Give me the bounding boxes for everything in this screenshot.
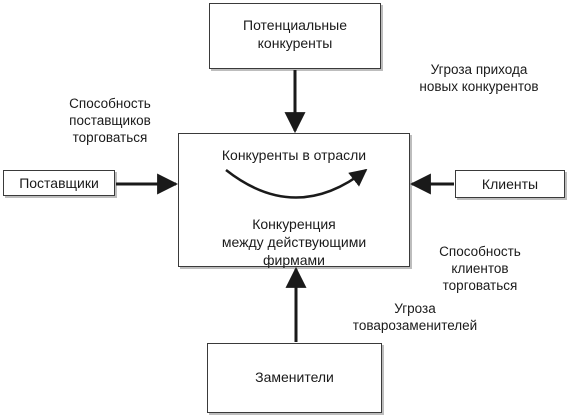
supplier-power-annotation: Способность поставщиков торговаться <box>69 96 151 145</box>
suppliers-box: Поставщики <box>3 170 115 196</box>
buyer-power-annotation: Способность клиентов торговаться <box>439 244 521 293</box>
industry-competitors-box: Конкуренты в отрасли Конкуренция между д… <box>178 133 410 268</box>
rivalry-label: Конкуренция между действующими фирмами <box>221 216 367 268</box>
industry-competitors-title: Конкуренты в отрасли <box>221 147 367 163</box>
substitutes-threat-annotation: Угроза товарозаменителей <box>352 301 478 333</box>
substitutes-box: Заменители <box>207 343 382 413</box>
rivalry-curve-arrow <box>225 168 368 199</box>
potential-competitors-label: Потенциальные конкуренты <box>243 17 347 51</box>
buyers-box: Клиенты <box>455 170 565 198</box>
suppliers-label: Поставщики <box>19 175 99 191</box>
potential-competitors-box: Потенциальные конкуренты <box>209 3 381 69</box>
new-entrants-threat-annotation: Угроза прихода новых конкурентов <box>419 62 539 94</box>
buyers-label: Клиенты <box>481 176 539 192</box>
substitutes-label: Заменители <box>255 369 334 385</box>
